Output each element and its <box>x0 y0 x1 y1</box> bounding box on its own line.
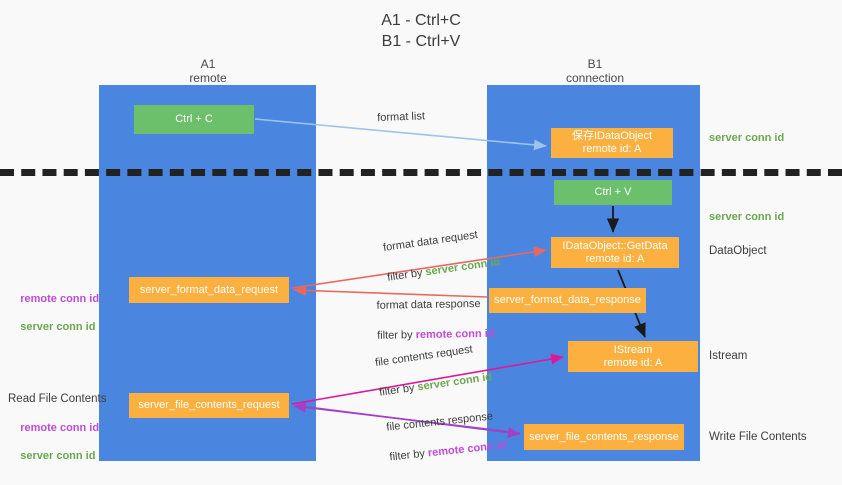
annotation-format-list: format list <box>377 110 426 124</box>
annotation-format-data-request-title: format data request <box>382 228 479 255</box>
page-title: A1 - Ctrl+C B1 - Ctrl+V <box>381 12 461 50</box>
lane-b1-name: B1 <box>587 57 603 71</box>
lane-a1-name: A1 <box>200 57 216 71</box>
box-istream[interactable]: IStream remote id: A <box>568 341 698 372</box>
annotation-file-contents-response-title: file contents response <box>385 410 494 434</box>
annotation-format-data-request-filter-prefix: filter by <box>386 266 427 284</box>
box-server-file-contents-request[interactable]: server_file_contents_request <box>129 393 289 418</box>
lane-a1-subtitle: remote <box>189 71 227 85</box>
annotation-file-contents-response-filter-value: remote conn id <box>427 439 507 460</box>
label-remote-conn-id-2: remote conn id <box>20 422 100 434</box>
label-server-conn-id-2: server conn id <box>20 450 96 462</box>
label-istream: Istream <box>709 350 748 362</box>
label-conn-ids-format: remote conn id server conn id <box>8 278 99 348</box>
label-conn-ids-file: remote conn id server conn id <box>8 407 99 477</box>
box-idataobject-getdata[interactable]: IDataObject::GetData remote id: A <box>551 237 679 268</box>
label-dataobject: DataObject <box>709 245 767 257</box>
box-server-format-data-request[interactable]: server_format_data_request <box>129 277 289 303</box>
label-server-conn-id-1: server conn id <box>20 321 96 333</box>
annotation-file-contents-response: file contents response filter by remote … <box>372 393 509 481</box>
label-remote-conn-id-1: remote conn id <box>20 293 100 305</box>
label-server-conn-id-mid: server conn id <box>709 211 785 223</box>
box-ctrl-c[interactable]: Ctrl + C <box>134 105 254 134</box>
annotation-format-data-request-filter-value: server conn id <box>424 256 501 279</box>
annotation-file-contents-response-filter-prefix: filter by <box>388 447 429 464</box>
annotation-file-contents-request-title: file contents request <box>374 343 474 370</box>
box-server-file-contents-response[interactable]: server_file_contents_response <box>524 424 684 450</box>
box-ctrl-v[interactable]: Ctrl + V <box>554 180 672 205</box>
annotation-format-data-response-title: format data response <box>376 297 481 312</box>
annotation-file-contents-request-filter-prefix: filter by <box>378 381 419 399</box>
box-server-format-data-response[interactable]: server_format_data_response <box>489 288 646 313</box>
label-server-conn-id-top: server conn id <box>709 132 785 144</box>
label-read-file-contents: Read File Contents <box>8 393 107 405</box>
box-save-idataobject[interactable]: 保存IDataObject remote id: A <box>551 128 673 158</box>
label-write-file-contents: Write File Contents <box>709 431 807 443</box>
annotation-file-contents-request-filter-value: server conn id <box>416 371 493 394</box>
lane-b1-subtitle: connection <box>565 71 625 85</box>
divider-dashed-line <box>0 169 842 176</box>
